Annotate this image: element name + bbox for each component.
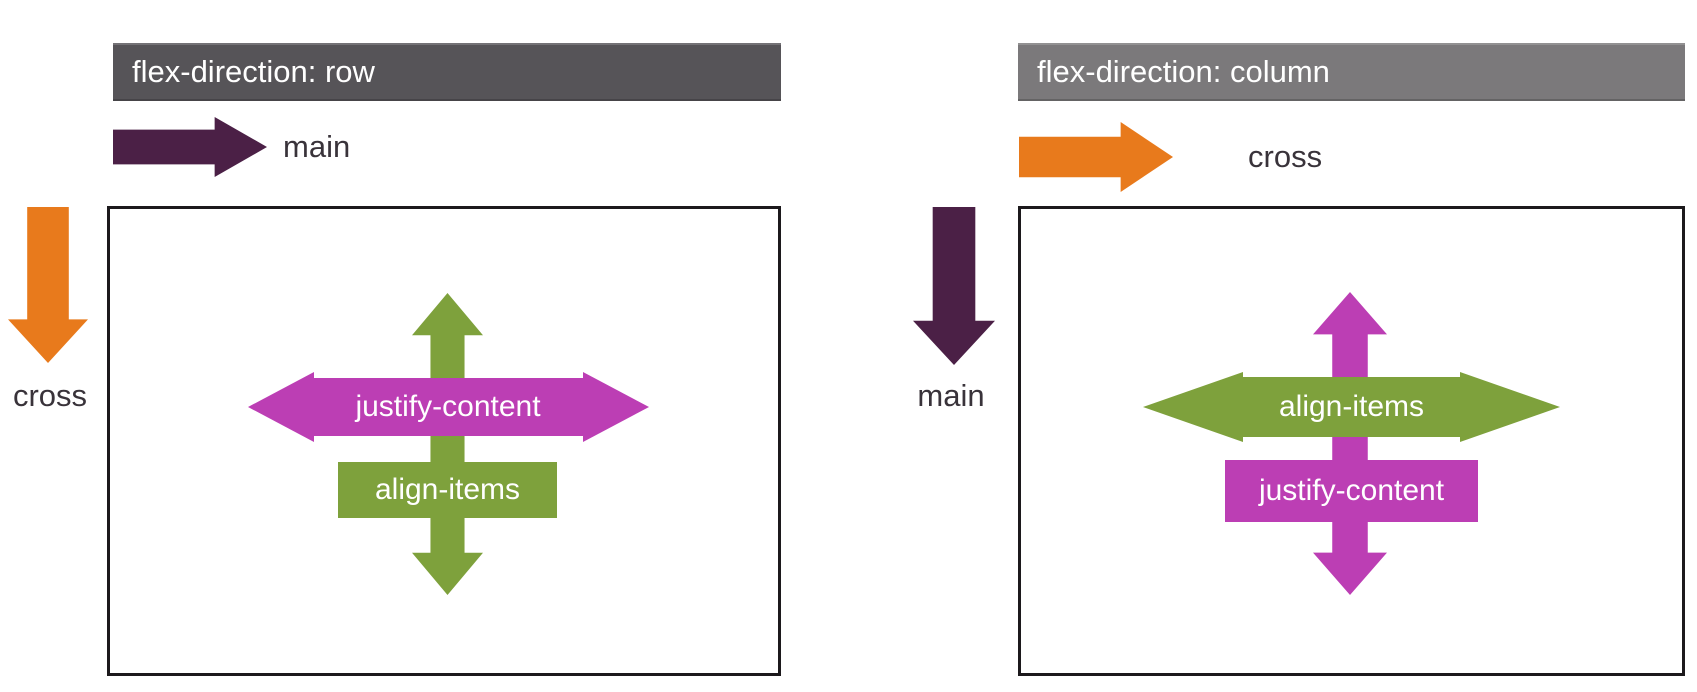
align-items-right-arrowhead-icon xyxy=(1460,372,1560,442)
flex-direction-row-header: flex-direction: row xyxy=(113,43,781,101)
row-flex-container-box: justify-content align-items xyxy=(107,206,781,676)
align-items-label: align-items xyxy=(1243,377,1460,437)
align-items-label: align-items xyxy=(338,462,557,518)
main-axis-arrow-icon xyxy=(913,207,995,365)
cross-axis-label: cross xyxy=(1248,139,1323,174)
align-items-vertical-arrow-icon xyxy=(412,293,483,595)
main-axis-arrow-icon xyxy=(113,117,267,177)
flex-direction-column-header-text: flex-direction: column xyxy=(1037,54,1330,89)
justify-content-label: justify-content xyxy=(313,378,583,436)
cross-axis-label: cross xyxy=(12,378,88,413)
cross-axis-arrow-icon xyxy=(1019,122,1173,192)
main-axis-label: main xyxy=(917,378,985,413)
justify-content-vertical-arrow-icon xyxy=(1313,292,1387,595)
flex-direction-column-header: flex-direction: column xyxy=(1018,43,1685,101)
column-flex-container-box: align-items justify-content xyxy=(1018,206,1685,676)
align-items-left-arrowhead-icon xyxy=(1143,372,1243,442)
main-axis-label: main xyxy=(283,129,351,164)
flex-direction-row-header-text: flex-direction: row xyxy=(132,54,375,89)
justify-content-label: justify-content xyxy=(1225,460,1478,522)
cross-axis-arrow-icon xyxy=(8,207,88,363)
justify-content-right-arrowhead-icon xyxy=(583,372,649,442)
justify-content-left-arrowhead-icon xyxy=(248,372,314,442)
